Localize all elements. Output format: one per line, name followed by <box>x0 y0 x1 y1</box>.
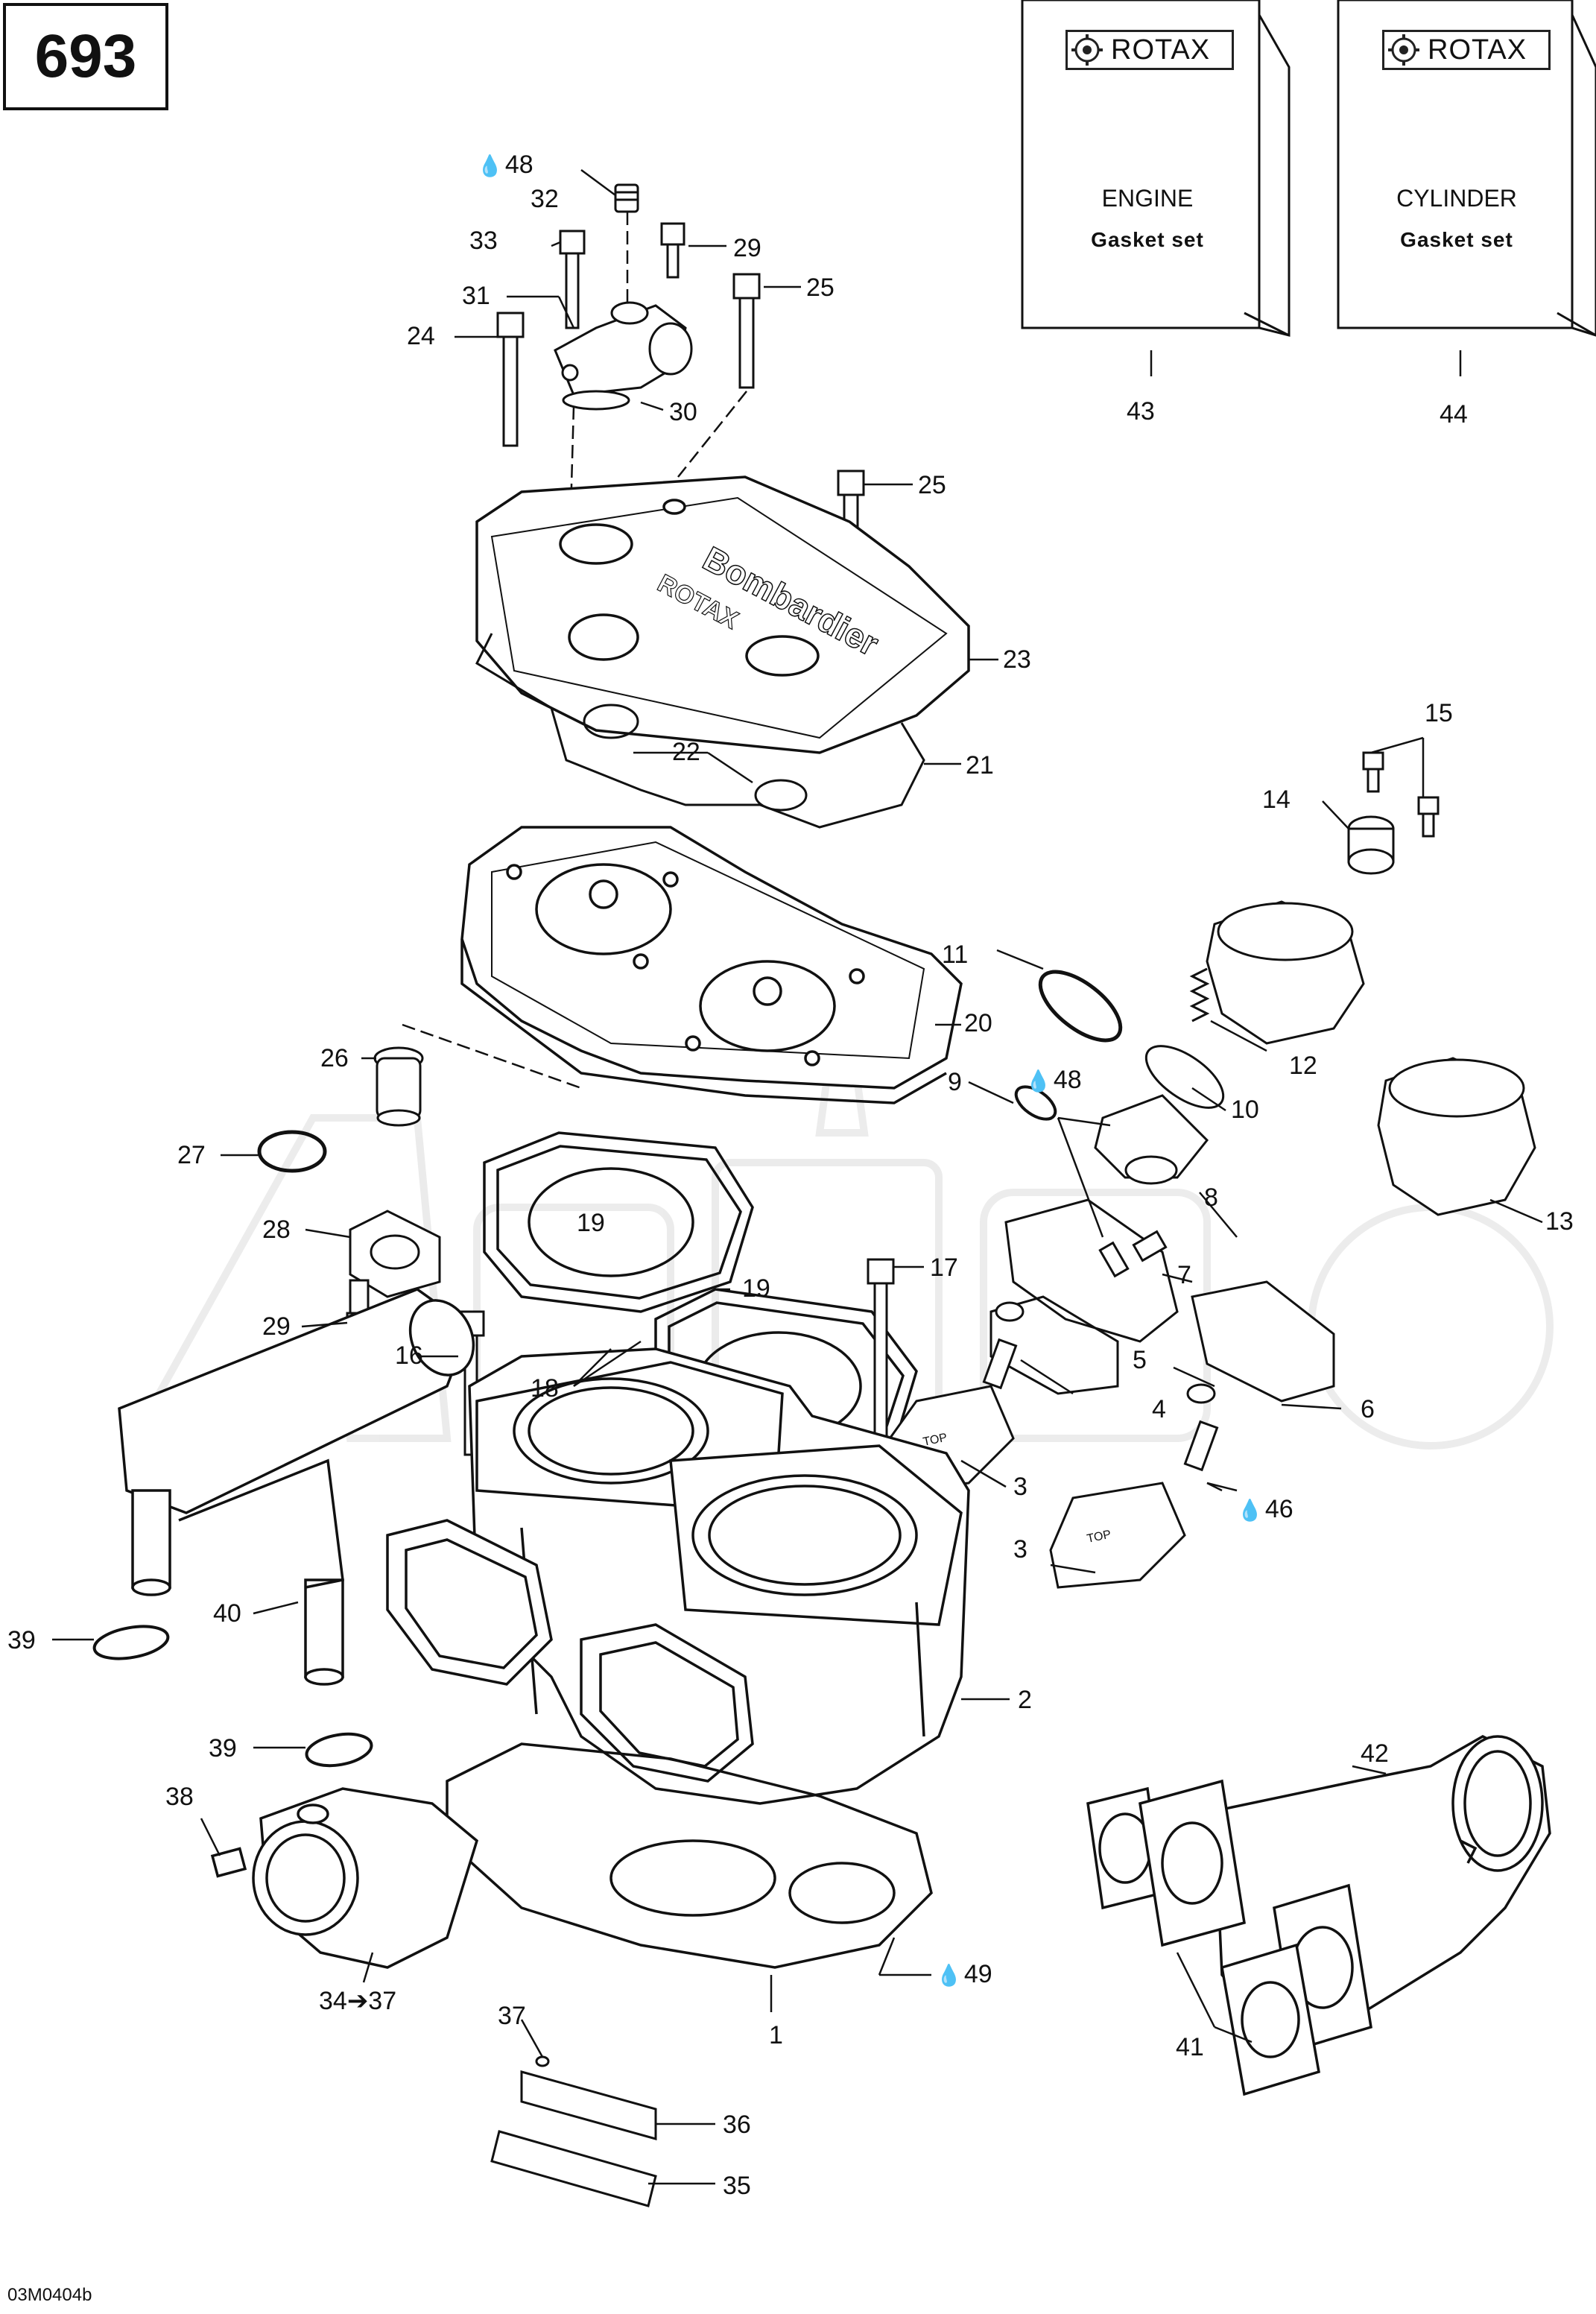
oil-drop-icon: 💧 <box>1025 1069 1051 1093</box>
ref-8: 8 <box>1204 1183 1218 1212</box>
water-outlet-assembly <box>496 183 761 447</box>
page-number: 693 <box>34 22 137 90</box>
cylinder-head-cover: Bombardier ROTAX <box>475 475 970 754</box>
leader-lines <box>52 168 1543 2185</box>
cylinder-kit-brand: ROTAX <box>1382 30 1551 70</box>
ref-14: 14 <box>1262 785 1291 814</box>
hose-clamps <box>92 1625 373 1768</box>
ref-37: 37 <box>498 2002 526 2030</box>
ref-33: 33 <box>469 227 498 255</box>
cover-gasket-and-orings <box>475 633 925 829</box>
oil-drop-icon: 💧 <box>477 154 503 177</box>
ref-3: 3 <box>1013 1473 1027 1501</box>
ref-22: 22 <box>672 738 700 766</box>
ref-40: 40 <box>213 1599 241 1628</box>
ref-24: 24 <box>407 322 435 350</box>
engine-kit-brand-text: ROTAX <box>1111 34 1211 66</box>
engine-kit-subtitle: Gasket set <box>1091 228 1204 251</box>
ref-46-oil: 💧46 <box>1237 1495 1293 1523</box>
ref-41: 41 <box>1176 2033 1204 2061</box>
ref-25: 25 <box>806 274 835 302</box>
ref-48-oil: 💧48 <box>477 151 533 179</box>
ref-10: 10 <box>1231 1096 1259 1124</box>
ref-36: 36 <box>723 2111 751 2139</box>
thermostat-guide <box>402 1023 582 1090</box>
ref-2: 2 <box>1018 1686 1032 1714</box>
ref-30: 30 <box>669 398 697 426</box>
ref-42: 42 <box>1361 1739 1389 1768</box>
ref-39: 39 <box>209 1734 237 1763</box>
ref-48-oil: 💧48 <box>1025 1066 1082 1094</box>
ref-29: 29 <box>262 1312 291 1341</box>
engine-kit-brand: ROTAX <box>1065 30 1234 70</box>
ref-29: 29 <box>733 234 761 262</box>
gasket-kit-boxes <box>1021 0 1596 337</box>
ref-44: 44 <box>1440 400 1468 429</box>
ref-19: 19 <box>577 1209 605 1237</box>
ref-38: 38 <box>165 1783 194 1811</box>
rotax-gear-icon <box>1388 34 1419 66</box>
oil-drop-icon: 💧 <box>936 1964 962 1987</box>
ref-17: 17 <box>930 1254 958 1282</box>
exhaust-manifold <box>118 1288 475 1686</box>
exhaust-flanges <box>1086 1779 1372 2096</box>
svg-text:TOP: TOP <box>922 1432 948 1449</box>
ref-35: 35 <box>723 2172 751 2200</box>
rotax-gear-icon <box>1071 34 1103 66</box>
intake-reed-frames <box>386 1519 754 1783</box>
ref-13: 13 <box>1545 1207 1574 1236</box>
engine-kit-title: ENGINE <box>1101 185 1194 212</box>
cylinder-head <box>460 826 963 1104</box>
ref-7: 7 <box>1177 1261 1191 1289</box>
cylinder-kit-title: CYLINDER <box>1396 185 1517 212</box>
drawing-code: 03M0404b <box>7 2285 92 2305</box>
ref-23: 23 <box>1003 645 1031 674</box>
ref-9: 9 <box>948 1068 962 1096</box>
thermostat-group <box>257 1046 441 1328</box>
base-gasket <box>446 1742 933 1969</box>
ref-31: 31 <box>462 282 490 310</box>
ref-25: 25 <box>918 471 946 499</box>
ref-39: 39 <box>7 1626 36 1654</box>
ref-27: 27 <box>177 1141 206 1169</box>
page-number-box: 693 <box>3 3 168 110</box>
cylinder-kit-subtitle: Gasket set <box>1400 228 1513 251</box>
ref-43: 43 <box>1127 397 1155 426</box>
ref-32: 32 <box>531 185 559 213</box>
intake-sleeve <box>210 1787 479 1969</box>
ref-20: 20 <box>964 1009 992 1037</box>
ref-12: 12 <box>1289 1052 1317 1080</box>
ref-4: 4 <box>1152 1395 1166 1423</box>
ref-49-oil: 💧49 <box>936 1960 992 1988</box>
ref-26: 26 <box>320 1044 349 1072</box>
ref-11: 11 <box>942 941 969 969</box>
rotary-valve-group <box>989 751 1536 1403</box>
oil-drop-icon: 💧 <box>1237 1499 1263 1522</box>
svg-text:TOP: TOP <box>1086 1529 1112 1546</box>
ref-5: 5 <box>1133 1346 1147 1374</box>
ref-28: 28 <box>262 1216 291 1244</box>
ref-16: 16 <box>395 1341 423 1370</box>
ref-1: 1 <box>769 2021 783 2049</box>
ref-15: 15 <box>1425 699 1453 727</box>
ref-6: 6 <box>1361 1395 1375 1423</box>
ref-3: 3 <box>1013 1535 1027 1564</box>
decals <box>490 2055 657 2207</box>
ref-18: 18 <box>531 1374 559 1403</box>
cylinder-kit-brand-text: ROTAX <box>1428 34 1527 66</box>
ref-21: 21 <box>966 751 994 780</box>
ref-19: 19 <box>742 1274 770 1303</box>
exhaust-valves: TOP TOP <box>878 1301 1219 1589</box>
ref-34-to-37: 34➔37 <box>319 1987 397 2015</box>
